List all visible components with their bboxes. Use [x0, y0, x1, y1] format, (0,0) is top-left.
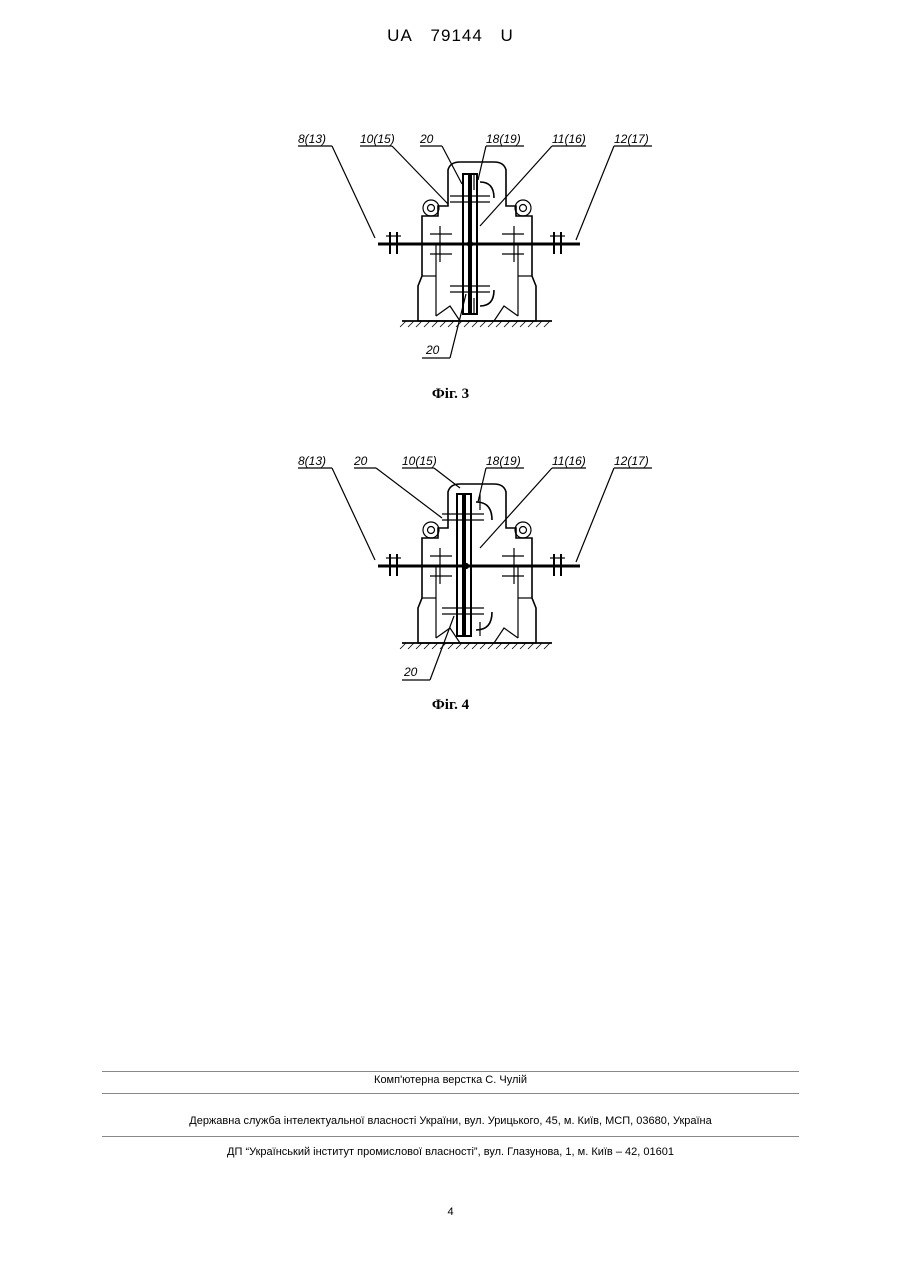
figure-3-drawing: 8(13) 10(15) 20 18(19) 11(16) 12(17) 20: [290, 126, 670, 366]
fig3-label-c: 20: [419, 132, 434, 146]
patent-header: UA 79144 U: [0, 26, 901, 46]
figure-3-caption: Фіг. 3: [0, 386, 901, 403]
fig3-label-b: 10(15): [360, 132, 395, 146]
figure-4-caption: Фіг. 4: [0, 697, 901, 714]
figure-4-drawing: 8(13) 20 10(15) 18(19) 11(16) 12(17) 20: [290, 448, 670, 688]
footer-institute: ДП “Український інститут промислової вла…: [0, 1146, 901, 1158]
fig4-label-g: 20: [403, 665, 418, 679]
footer-typesetting: Комп'ютерна верстка С. Чулій: [0, 1074, 901, 1086]
page-number: 4: [0, 1206, 901, 1218]
fig4-label-a: 8(13): [298, 454, 326, 468]
fig4-label-e: 11(16): [552, 454, 586, 468]
patent-country: UA: [387, 26, 413, 45]
patent-number: 79144: [431, 26, 483, 45]
fig3-label-e: 11(16): [552, 132, 586, 146]
fig4-label-f: 12(17): [614, 454, 649, 468]
fig3-label-g: 20: [425, 343, 440, 357]
gearbox-drawing-fig3: 8(13) 10(15) 20 18(19) 11(16) 12(17) 20: [290, 126, 670, 366]
footer-agency: Державна служба інтелектуальної власност…: [0, 1115, 901, 1127]
fig3-label-f: 12(17): [614, 132, 649, 146]
footer-rule-top: [102, 1071, 799, 1072]
fig4-label-d: 18(19): [486, 454, 521, 468]
footer-rule-3: [102, 1136, 799, 1137]
fig3-label-d: 18(19): [486, 132, 521, 146]
patent-kind: U: [501, 26, 514, 45]
fig4-label-b: 20: [353, 454, 368, 468]
footer-rule-2: [102, 1093, 799, 1094]
gearbox-drawing-fig4: 8(13) 20 10(15) 18(19) 11(16) 12(17) 20: [290, 448, 670, 688]
fig3-label-a: 8(13): [298, 132, 326, 146]
fig4-gearbox: [298, 468, 652, 680]
fig3-gearbox: [298, 146, 652, 358]
fig4-label-c: 10(15): [402, 454, 437, 468]
